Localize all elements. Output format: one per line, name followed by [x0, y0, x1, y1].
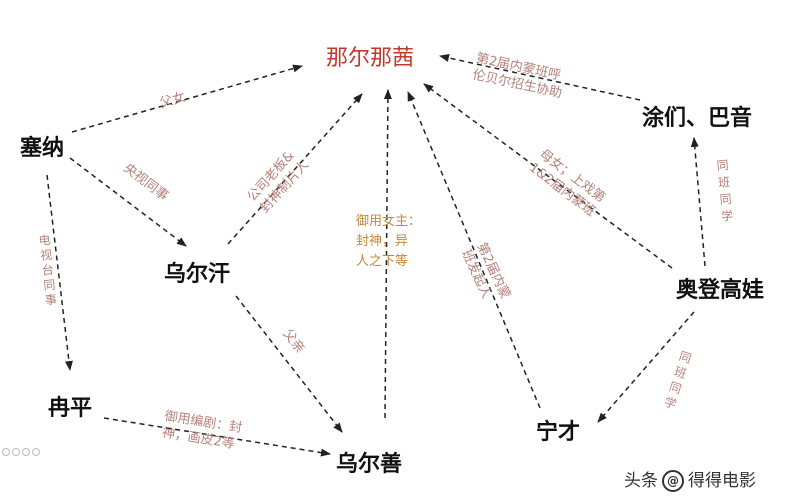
arrow-wuershan-to-naernaqian — [383, 89, 392, 419]
arrow-aodenggaowa-to-ningcai — [597, 311, 695, 423]
arrow-aodenggaowa-to-naernaqian — [423, 83, 673, 269]
arrow-saina-to-naernaqian — [71, 64, 303, 133]
watermark-name: 得得电影 — [688, 471, 756, 491]
watermark-prefix: 头条 — [624, 471, 658, 491]
left-edge-marks — [0, 444, 44, 460]
arrow-saina-to-wuerhan — [69, 157, 187, 247]
node-ningcai: 宁才 — [536, 420, 581, 445]
at-icon: @ — [662, 470, 684, 492]
node-wuerhan: 乌尔汗 — [164, 262, 231, 287]
edge-label-wuershan-naernaqian: 御用女主： 封神，异 人之下等 — [356, 214, 422, 269]
arrow-saina-to-ranping — [46, 174, 73, 371]
arrow-wuerhan-to-wuershan — [235, 295, 343, 433]
watermark: 头条@得得电影 — [624, 466, 756, 492]
arrow-ranping-to-wuershan — [103, 417, 331, 457]
node-tumen-bayin: 涂们、巴音 — [642, 106, 753, 131]
node-naernaqian: 那尔那茜 — [326, 46, 415, 71]
arrow-tumen-to-naernaqian — [439, 54, 641, 101]
node-aodenggaowa: 奥登高娃 — [676, 278, 765, 303]
node-ranping: 冉平 — [48, 396, 93, 421]
arrow-wuerhan-to-naernaqian — [227, 93, 363, 245]
arrow-aodenggaowa-to-tumen — [690, 137, 706, 267]
node-wuershan: 乌尔善 — [336, 452, 403, 477]
arrow-ningcai-to-naernaqian — [407, 91, 541, 409]
node-saina: 塞纳 — [20, 136, 65, 161]
